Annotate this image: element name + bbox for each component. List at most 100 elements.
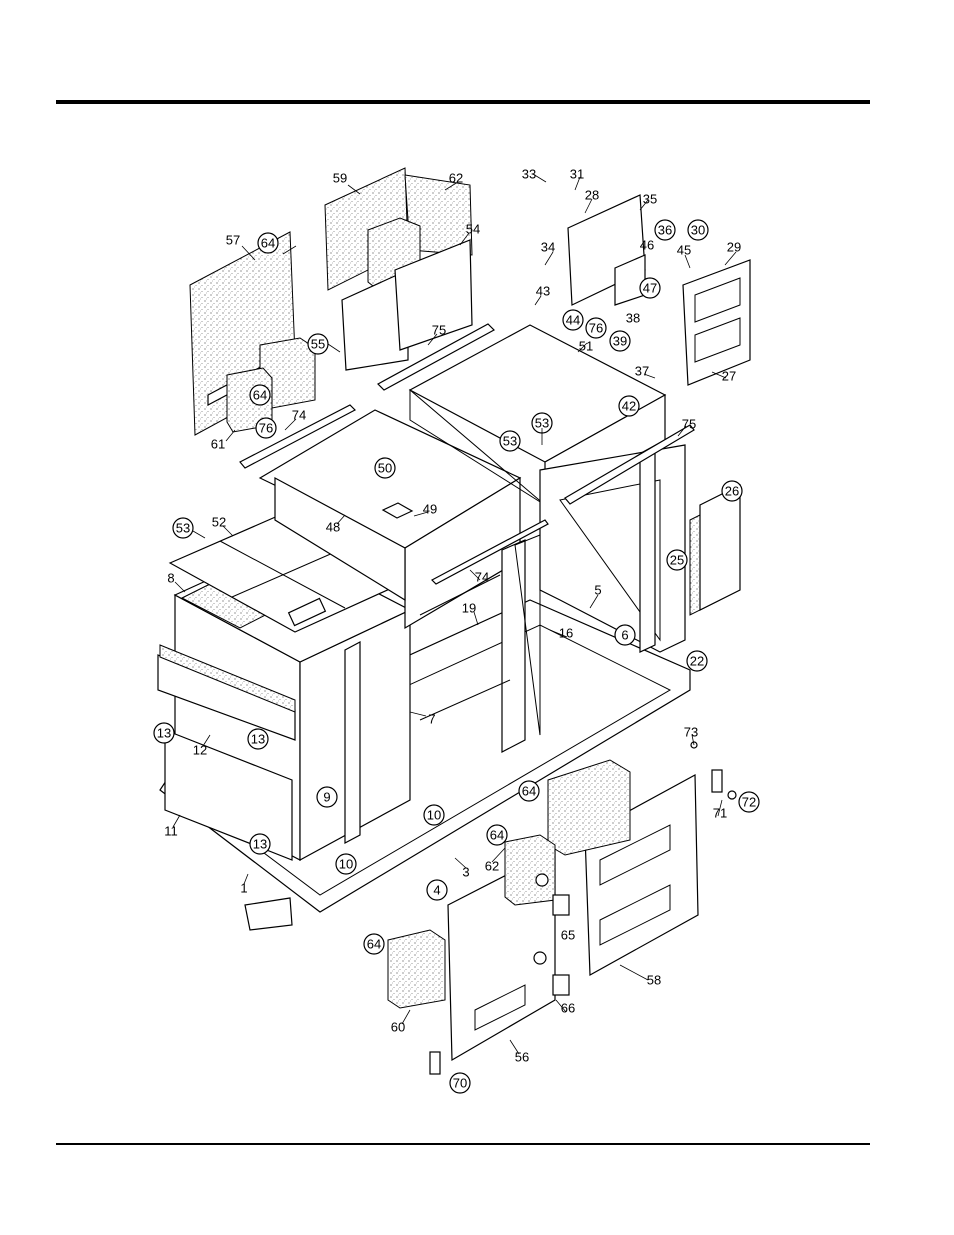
callout-number: 49 xyxy=(423,502,437,517)
callout-58: 58 xyxy=(647,973,661,988)
callout-64: 64 xyxy=(364,934,384,954)
callout-33: 33 xyxy=(522,167,536,182)
callout-74: 74 xyxy=(292,408,306,423)
drawing xyxy=(158,168,750,1074)
callout-13: 13 xyxy=(248,729,268,749)
callout-62: 62 xyxy=(485,859,499,874)
callout-76: 76 xyxy=(256,418,276,438)
callout-number: 76 xyxy=(589,321,603,336)
callout-73: 73 xyxy=(684,725,698,740)
callout-number: 39 xyxy=(613,334,627,349)
callout-number: 74 xyxy=(292,408,306,423)
leader-line xyxy=(328,344,340,352)
callout-27: 27 xyxy=(722,369,736,384)
callout-number: 33 xyxy=(522,167,536,182)
callout-number: 64 xyxy=(522,784,536,799)
callout-36: 36 xyxy=(655,220,675,240)
callout-number: 13 xyxy=(253,837,267,852)
callout-26: 26 xyxy=(722,481,742,501)
callout-55: 55 xyxy=(308,334,328,354)
callout-number: 4 xyxy=(433,883,440,898)
callout-48: 48 xyxy=(326,520,340,535)
callout-number: 70 xyxy=(453,1076,467,1091)
callout-64: 64 xyxy=(519,781,539,801)
callout-30: 30 xyxy=(688,220,708,240)
duct-64-lower-left xyxy=(388,930,445,1008)
callout-13: 13 xyxy=(250,834,270,854)
callout-53: 53 xyxy=(173,518,193,538)
callout-28: 28 xyxy=(585,188,599,203)
callout-number: 3 xyxy=(462,865,469,880)
callout-57: 57 xyxy=(226,233,240,248)
leader-line xyxy=(193,531,205,538)
callout-number: 11 xyxy=(164,824,178,839)
callout-number: 46 xyxy=(640,238,654,253)
hinge-70 xyxy=(430,1052,440,1074)
callout-number: 13 xyxy=(157,726,171,741)
callout-45: 45 xyxy=(677,243,691,258)
callout-number: 51 xyxy=(579,339,593,354)
callout-number: 45 xyxy=(677,243,691,258)
callout-number: 64 xyxy=(261,236,275,251)
callout-25: 25 xyxy=(667,550,687,570)
bracket-1 xyxy=(245,898,292,930)
callout-76: 76 xyxy=(586,318,606,338)
callout-number: 56 xyxy=(515,1050,529,1065)
center-column xyxy=(502,540,525,752)
callout-51: 51 xyxy=(579,339,593,354)
callout-number: 64 xyxy=(253,388,267,403)
callout-number: 7 xyxy=(428,712,435,727)
callout-64: 64 xyxy=(487,825,507,845)
callout-number: 27 xyxy=(722,369,736,384)
callout-number: 73 xyxy=(684,725,698,740)
callout-number: 48 xyxy=(326,520,340,535)
callout-29: 29 xyxy=(727,240,741,255)
callout-70: 70 xyxy=(450,1073,470,1093)
callout-64: 64 xyxy=(258,233,278,253)
callout-49: 49 xyxy=(423,502,437,517)
callout-number: 29 xyxy=(727,240,741,255)
callout-11: 11 xyxy=(164,824,178,839)
callout-number: 28 xyxy=(585,188,599,203)
callout-number: 22 xyxy=(690,654,704,669)
callout-16: 16 xyxy=(559,626,573,641)
callout-65: 65 xyxy=(561,928,575,943)
callout-1: 1 xyxy=(240,881,247,896)
callout-number: 75 xyxy=(682,417,696,432)
callout-number: 38 xyxy=(626,311,640,326)
callout-number: 59 xyxy=(333,171,347,186)
callout-64: 64 xyxy=(250,385,270,405)
callout-9: 9 xyxy=(317,787,337,807)
callout-72: 72 xyxy=(739,792,759,812)
callout-number: 37 xyxy=(635,364,649,379)
side-panel-9 xyxy=(345,642,360,843)
callout-number: 9 xyxy=(323,790,330,805)
callout-12: 12 xyxy=(193,743,207,758)
callout-number: 58 xyxy=(647,973,661,988)
callout-47: 47 xyxy=(640,278,660,298)
callout-number: 75 xyxy=(432,323,446,338)
callout-59: 59 xyxy=(333,171,347,186)
leader-line xyxy=(175,582,185,592)
callout-number: 16 xyxy=(559,626,573,641)
callout-number: 26 xyxy=(725,484,739,499)
callout-3: 3 xyxy=(462,865,469,880)
callout-75: 75 xyxy=(682,417,696,432)
callout-number: 57 xyxy=(226,233,240,248)
callout-number: 62 xyxy=(485,859,499,874)
callout-31: 31 xyxy=(570,167,584,182)
callout-number: 50 xyxy=(378,461,392,476)
callout-13: 13 xyxy=(154,723,174,743)
callout-number: 12 xyxy=(193,743,207,758)
leader-line xyxy=(226,430,235,441)
callout-number: 36 xyxy=(658,223,672,238)
callout-number: 64 xyxy=(490,828,504,843)
callout-number: 64 xyxy=(367,937,381,952)
callout-7: 7 xyxy=(428,712,435,727)
callout-number: 72 xyxy=(742,795,756,810)
leader-line xyxy=(223,526,233,536)
callout-56: 56 xyxy=(515,1050,529,1065)
callout-number: 30 xyxy=(691,223,705,238)
callout-number: 61 xyxy=(211,437,225,452)
